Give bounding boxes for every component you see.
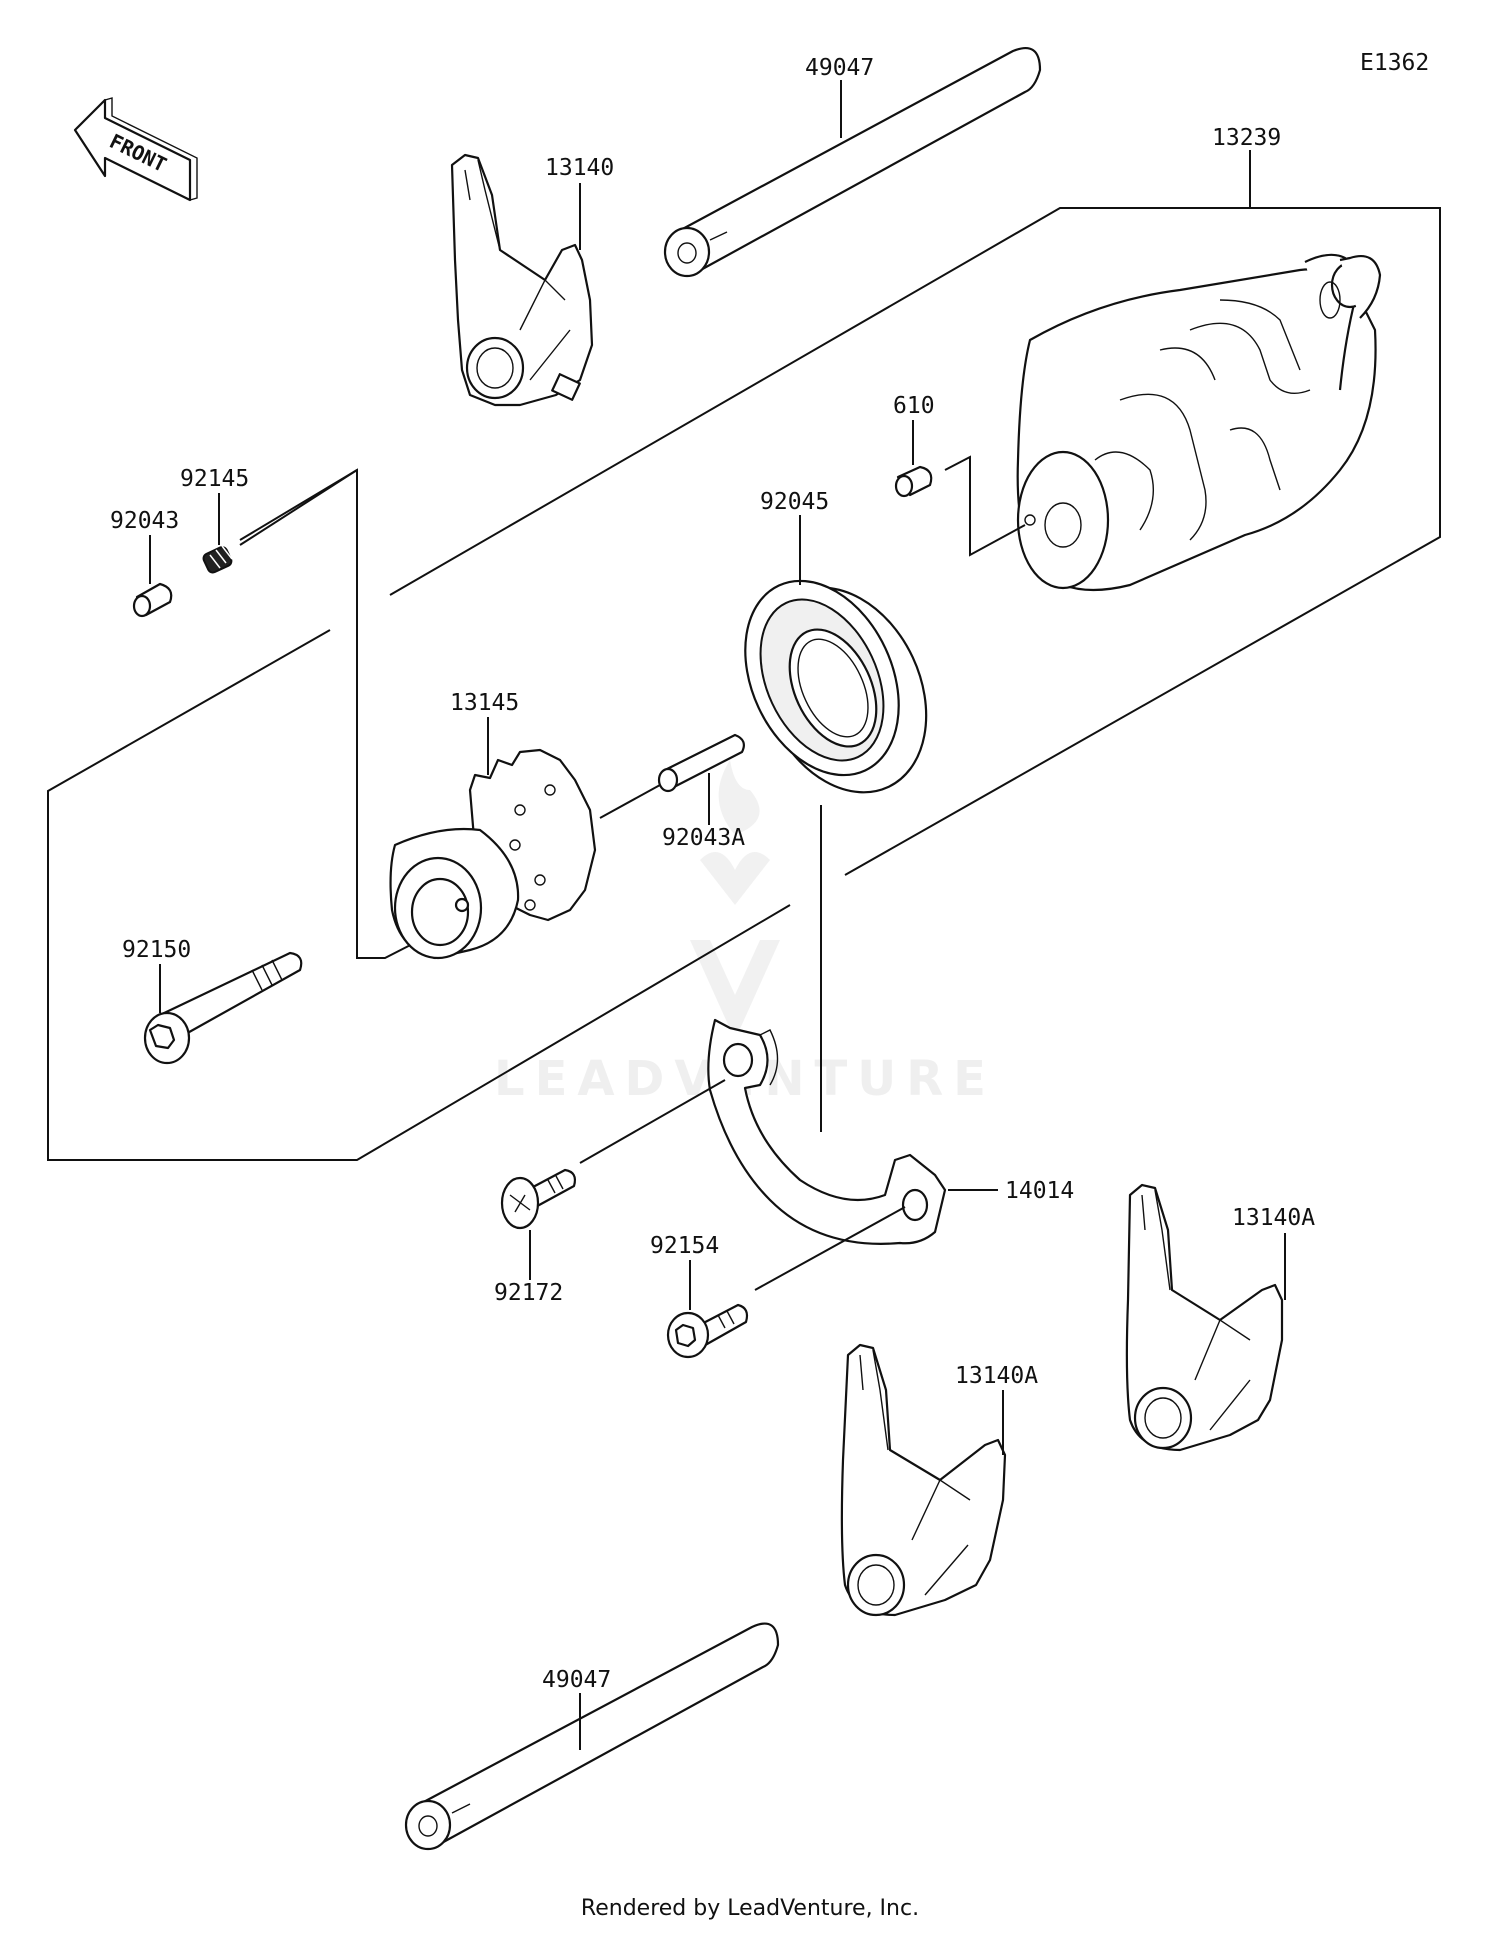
label-13140-top: 13140	[545, 155, 614, 181]
holder-plate-14014	[707, 1018, 947, 1245]
drum-assembly-bracket	[389, 207, 1441, 876]
leader-92172-screw	[579, 1079, 726, 1164]
label-92172: 92172	[494, 1280, 563, 1306]
bolt-92154	[666, 1303, 749, 1359]
diagram-code: E1362	[1360, 50, 1429, 76]
leader-92145-bracket	[239, 469, 358, 546]
shift-fork-top	[450, 153, 594, 407]
label-13140a-middle: 13140A	[955, 1363, 1038, 1389]
pin-610	[894, 465, 933, 498]
screw-92172	[500, 1168, 577, 1230]
shift-cam-13145	[389, 748, 597, 960]
shift-rod-bottom	[404, 1622, 780, 1851]
pin-92043a	[657, 733, 745, 793]
label-13145: 13145	[450, 690, 519, 716]
label-92150: 92150	[122, 937, 191, 963]
leader-610-drum	[944, 455, 1026, 557]
shift-fork-middle	[840, 1343, 1007, 1617]
label-610: 610	[893, 393, 935, 419]
front-arrow-icon: FRONT	[73, 97, 198, 202]
label-49047-bottom: 49047	[542, 1667, 611, 1693]
label-92145: 92145	[180, 466, 249, 492]
shift-fork-right	[1125, 1183, 1284, 1452]
label-92043: 92043	[110, 508, 179, 534]
shift-rod-top	[663, 46, 1042, 278]
label-92154: 92154	[650, 1233, 719, 1259]
label-92045: 92045	[760, 489, 829, 515]
leader-92154-bolt	[754, 1206, 906, 1291]
label-13140a-right: 13140A	[1232, 1205, 1315, 1231]
label-92043a: 92043A	[662, 825, 745, 851]
footer-credit: Rendered by LeadVenture, Inc.	[580, 1896, 920, 1921]
shift-drum	[1016, 253, 1382, 592]
bolt-92150	[143, 951, 303, 1065]
spring-92145	[202, 545, 233, 574]
label-49047-top: 49047	[805, 55, 874, 81]
bearing-92045	[744, 579, 928, 794]
cam-bracket	[239, 468, 431, 959]
leader-92043a-cam	[599, 784, 661, 819]
label-14014: 14014	[1005, 1178, 1074, 1204]
assembly-outline-box	[47, 629, 791, 1161]
pin-92043	[132, 582, 173, 618]
label-13239: 13239	[1212, 125, 1281, 151]
